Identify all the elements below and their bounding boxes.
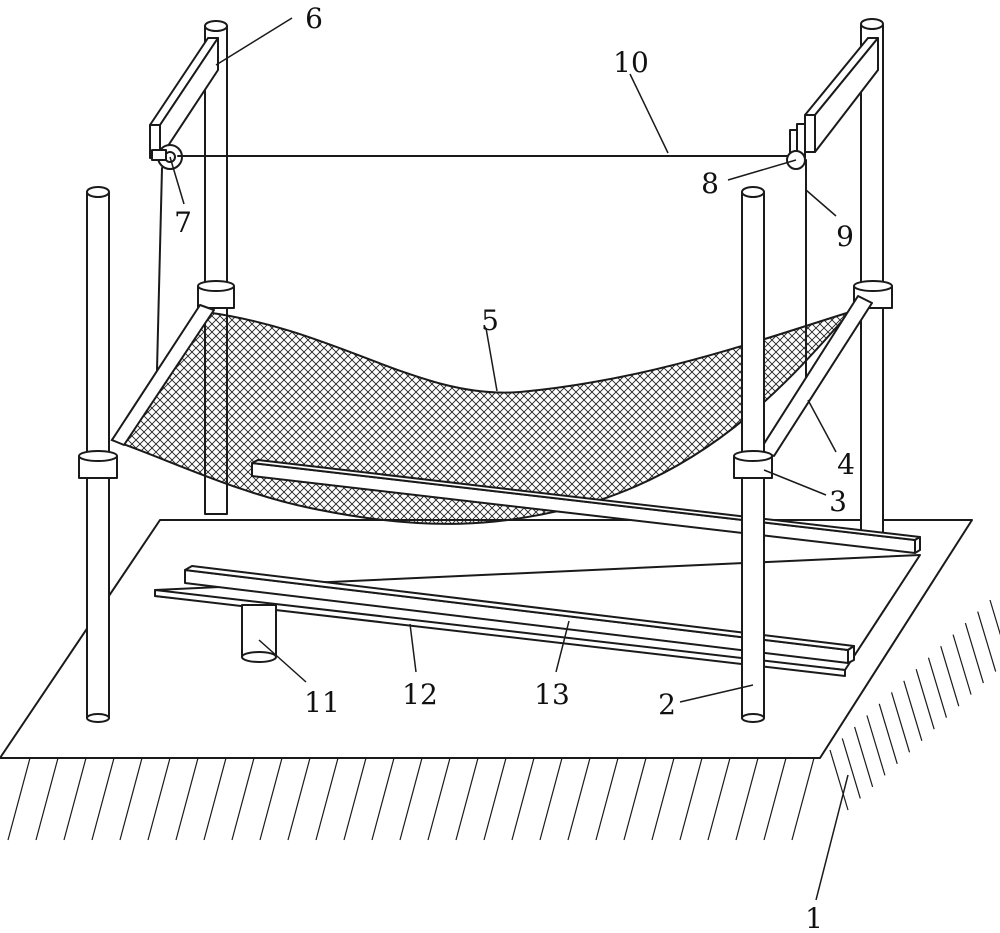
hatch-line <box>928 658 946 718</box>
hatch-line <box>8 758 30 840</box>
rear-right-pole <box>861 19 883 534</box>
hatch-line <box>855 727 873 787</box>
hatch-line <box>892 692 910 752</box>
label-12: 12 <box>402 678 438 711</box>
hatch-line <box>484 758 506 840</box>
hatch-line <box>990 600 1000 660</box>
hatch-line <box>512 758 534 840</box>
label-7: 7 <box>174 206 192 239</box>
label-6: 6 <box>305 2 323 35</box>
hatch-line <box>400 758 422 840</box>
label-10: 10 <box>613 46 649 79</box>
hatch-line <box>568 758 590 840</box>
front-right-collar <box>734 451 772 478</box>
hatch-line <box>792 758 814 840</box>
hatch-line <box>92 758 114 840</box>
label-2: 2 <box>658 688 676 721</box>
hatch-line <box>36 758 58 840</box>
hatch-line <box>879 704 897 764</box>
hatch-line <box>764 758 786 840</box>
hatch-line <box>428 758 450 840</box>
label-3: 3 <box>829 485 847 518</box>
hatch-line <box>736 758 758 840</box>
hatch-line <box>148 758 170 840</box>
support-cylinder <box>242 605 276 662</box>
hatch-line <box>540 758 562 840</box>
hatch-line <box>830 750 848 810</box>
hatch-line <box>965 623 983 683</box>
hatch-line <box>624 758 646 840</box>
hatch-line <box>652 758 674 840</box>
hatch-line <box>456 758 478 840</box>
hatch-line <box>978 612 996 672</box>
hatch-line <box>916 669 934 729</box>
hatch-line <box>372 758 394 840</box>
hatch-line <box>953 635 971 695</box>
front-left-collar <box>79 451 117 478</box>
label-8: 8 <box>701 167 719 200</box>
label-9: 9 <box>836 220 854 253</box>
hatch-line <box>941 646 959 706</box>
hatch-line <box>344 758 366 840</box>
label-13: 13 <box>534 678 570 711</box>
hatch-line <box>316 758 338 840</box>
hatch-line <box>260 758 282 840</box>
hatch-line <box>680 758 702 840</box>
cable-left <box>157 168 162 370</box>
hatch-line <box>904 681 922 741</box>
hatch-line <box>120 758 142 840</box>
hatch-line <box>867 715 885 775</box>
hatch-line <box>176 758 198 840</box>
label-5: 5 <box>481 304 499 337</box>
hatch-line <box>596 758 618 840</box>
hatch-line <box>64 758 86 840</box>
hatch-line <box>232 758 254 840</box>
hatch-line <box>708 758 730 840</box>
hatch-line <box>204 758 226 840</box>
label-4: 4 <box>837 448 855 481</box>
hatch-line <box>288 758 310 840</box>
label-1: 1 <box>805 902 823 933</box>
rear-left-collar <box>198 281 234 308</box>
label-11: 11 <box>304 686 340 719</box>
